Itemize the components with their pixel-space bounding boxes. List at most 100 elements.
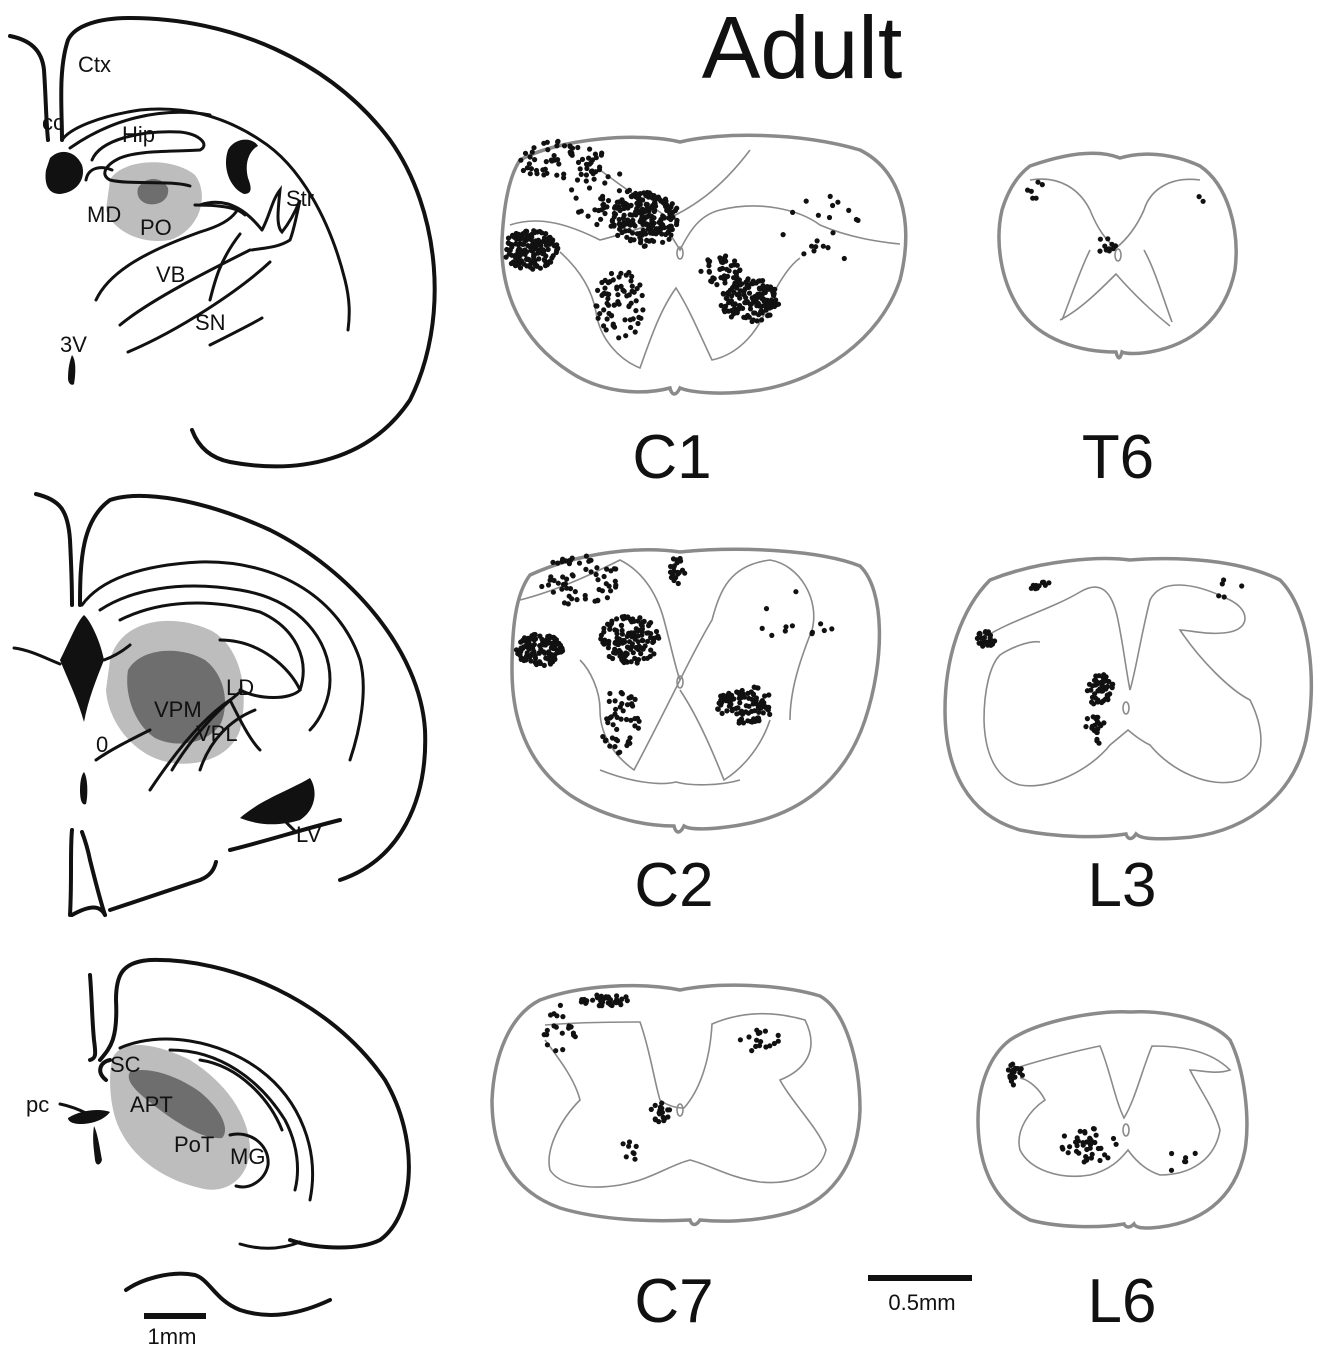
- neuron-dot: [580, 157, 585, 162]
- neuron-dot: [532, 157, 537, 162]
- ventricle-black: [46, 152, 84, 194]
- neuron-dot: [631, 1151, 636, 1156]
- neuron-dot: [537, 229, 542, 234]
- neuron-dot: [594, 222, 599, 227]
- neuron-dot: [761, 700, 766, 705]
- neuron-dot: [1025, 188, 1030, 193]
- neuron-dot: [1089, 700, 1094, 705]
- neuron-dot: [630, 703, 635, 708]
- label-cc: cc: [42, 110, 64, 135]
- neuron-dot: [738, 288, 743, 293]
- neuron-dot: [622, 317, 627, 322]
- neuron-dot: [722, 309, 727, 314]
- neuron-dot: [813, 244, 818, 249]
- neuron-dot: [528, 171, 533, 176]
- neuron-dot: [1082, 1130, 1087, 1135]
- neuron-dot: [650, 223, 655, 228]
- neuron-dot: [668, 217, 673, 222]
- neuron-dot: [509, 244, 514, 249]
- neuron-dot: [984, 640, 989, 645]
- neuron-dot: [723, 697, 728, 702]
- neuron-dot: [773, 297, 778, 302]
- neuron-dot: [661, 1118, 666, 1123]
- neuron-dot: [1097, 1158, 1102, 1163]
- neuron-dot: [612, 325, 617, 330]
- neuron-dot: [504, 255, 509, 260]
- neuron-dot: [543, 263, 548, 268]
- segment-label-l3: L3: [1088, 851, 1157, 920]
- neuron-dot: [637, 235, 642, 240]
- neuron-dot: [720, 711, 725, 716]
- neuron-dot: [570, 153, 575, 158]
- neuron-dot: [748, 302, 753, 307]
- neuron-dot: [517, 653, 522, 658]
- segment-label-c1: C1: [632, 423, 711, 492]
- neuron-dot: [587, 185, 592, 190]
- crescent-black: [226, 140, 258, 194]
- neuron-dot: [761, 710, 766, 715]
- neuron-dot: [594, 572, 599, 577]
- neuron-dot: [606, 280, 611, 285]
- neuron-dot: [1090, 1152, 1095, 1157]
- neuron-dot: [729, 308, 734, 313]
- neuron-dot: [635, 200, 640, 205]
- neuron-dot: [604, 716, 609, 721]
- neuron-dot: [1105, 1155, 1110, 1160]
- neuron-dot: [645, 222, 650, 227]
- neuron-dot: [611, 722, 616, 727]
- neuron-dot: [771, 287, 776, 292]
- neuron-dot: [615, 233, 620, 238]
- neuron-dot: [617, 188, 622, 193]
- label-vpl: VPL: [196, 721, 238, 746]
- neuron-dot: [724, 267, 729, 272]
- neuron-dot: [1098, 1146, 1103, 1151]
- neuron-dot: [1098, 237, 1103, 242]
- neuron-dot: [658, 1105, 663, 1110]
- neuron-dot: [534, 168, 539, 173]
- neuron-dot: [828, 194, 833, 199]
- neuron-dot: [589, 569, 594, 574]
- neuron-dot: [753, 296, 758, 301]
- neuron-dot: [1062, 1133, 1067, 1138]
- neuron-dot: [790, 210, 795, 215]
- neuron-dot: [1090, 683, 1095, 688]
- neuron-dot: [612, 205, 617, 210]
- neuron-dot: [567, 143, 572, 148]
- neuron-dot: [596, 316, 601, 321]
- neuron-dot: [1060, 1145, 1065, 1150]
- neuron-dot: [607, 699, 612, 704]
- neuron-dot: [579, 999, 584, 1004]
- neuron-dot: [1066, 1150, 1071, 1155]
- neuron-dot: [764, 606, 769, 611]
- neuron-dot: [594, 155, 599, 160]
- neuron-dot: [625, 998, 630, 1003]
- neuron-dot: [613, 583, 618, 588]
- neuron-dot: [614, 631, 619, 636]
- neuron-dot: [590, 998, 595, 1003]
- neuron-dot: [707, 259, 712, 264]
- neuron-dot: [759, 317, 764, 322]
- segment-label-l6: L6: [1088, 1267, 1157, 1336]
- neuron-dot: [783, 628, 788, 633]
- neuron-dot: [640, 623, 645, 628]
- neuron-dot: [1043, 583, 1048, 588]
- neuron-dot: [724, 708, 729, 713]
- neuron-dot: [629, 194, 634, 199]
- neuron-dot: [816, 213, 821, 218]
- neuron-dot: [605, 316, 610, 321]
- neuron-dot: [765, 313, 770, 318]
- neuron-dot: [804, 199, 809, 204]
- neuron-dot: [648, 635, 653, 640]
- neuron-dot: [1239, 583, 1244, 588]
- neuron-dot: [801, 251, 806, 256]
- neuron-dot: [534, 243, 539, 248]
- neuron-dot: [538, 248, 543, 253]
- neuron-dot: [630, 289, 635, 294]
- neuron-dot: [752, 685, 757, 690]
- neuron-dot: [619, 623, 624, 628]
- neuron-dot: [614, 727, 619, 732]
- neuron-dot: [717, 267, 722, 272]
- neuron-dot: [594, 565, 599, 570]
- neuron-dot: [558, 649, 563, 654]
- neuron-dot: [827, 215, 832, 220]
